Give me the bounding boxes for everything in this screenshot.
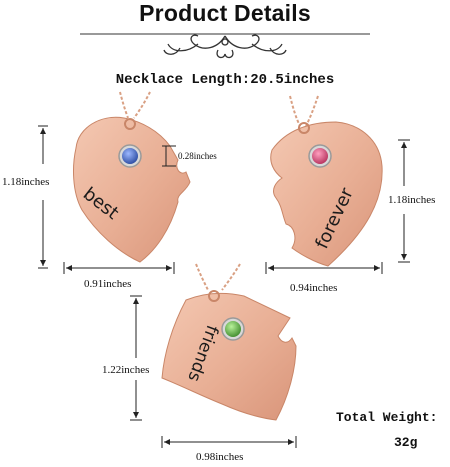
- chain-best: [119, 91, 151, 119]
- chain-friends: [195, 263, 241, 291]
- pendant-best: best: [73, 116, 191, 263]
- pendant-friends: friends: [161, 290, 297, 421]
- friends-width-label: 0.98inches: [196, 451, 244, 463]
- total-weight-label: Total Weight:: [336, 410, 438, 425]
- necklace-length-label: Necklace Length:20.5inches: [115, 72, 335, 88]
- best-height-label: 1.18inches: [2, 176, 50, 188]
- best-width-label: 0.91inches: [84, 278, 132, 290]
- total-weight-value: 32g: [394, 435, 418, 450]
- decorative-flourish-icon: [80, 33, 370, 59]
- stone-size-label: 0.28inches: [178, 151, 217, 161]
- page-title: Product Details: [139, 0, 311, 26]
- forever-height-label: 1.18inches: [388, 194, 436, 206]
- friends-height-label: 1.22inches: [102, 364, 150, 376]
- chain-forever: [289, 95, 319, 127]
- forever-width-label: 0.94inches: [290, 282, 338, 294]
- pendant-forever: forever: [270, 121, 383, 267]
